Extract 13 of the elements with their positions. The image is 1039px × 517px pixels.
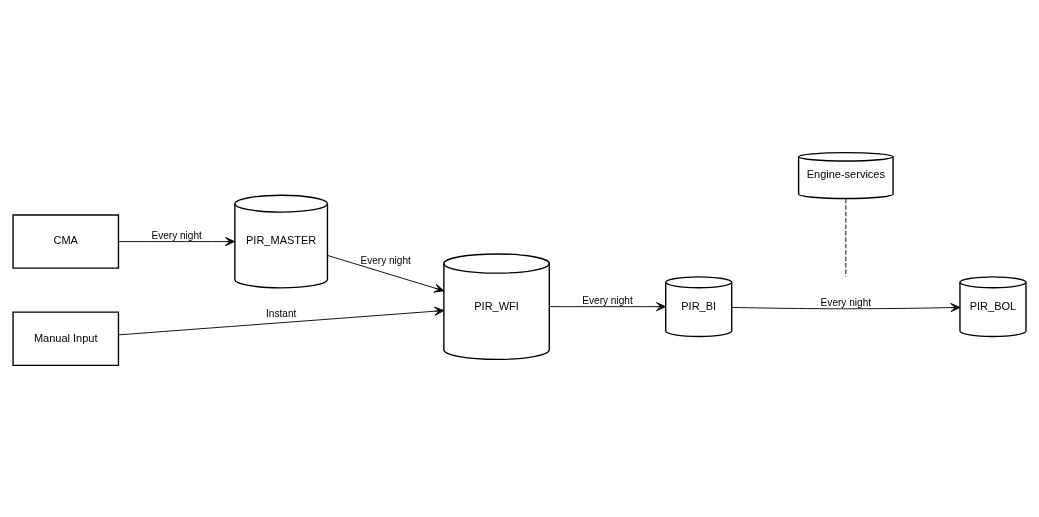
node-box: Manual Input <box>12 311 120 366</box>
arrow <box>548 301 667 311</box>
edge-label: Instant <box>266 307 297 319</box>
arrow <box>118 236 236 246</box>
node-box: CMA <box>12 213 120 269</box>
arrow <box>731 302 961 312</box>
arrow <box>327 254 445 293</box>
arrow <box>118 306 445 335</box>
edge-label: Every night <box>582 294 633 306</box>
edge-label: Every night <box>360 254 411 266</box>
edge-label: Every night <box>820 296 872 308</box>
edge-label: Every night <box>151 229 202 241</box>
connector <box>845 197 847 277</box>
